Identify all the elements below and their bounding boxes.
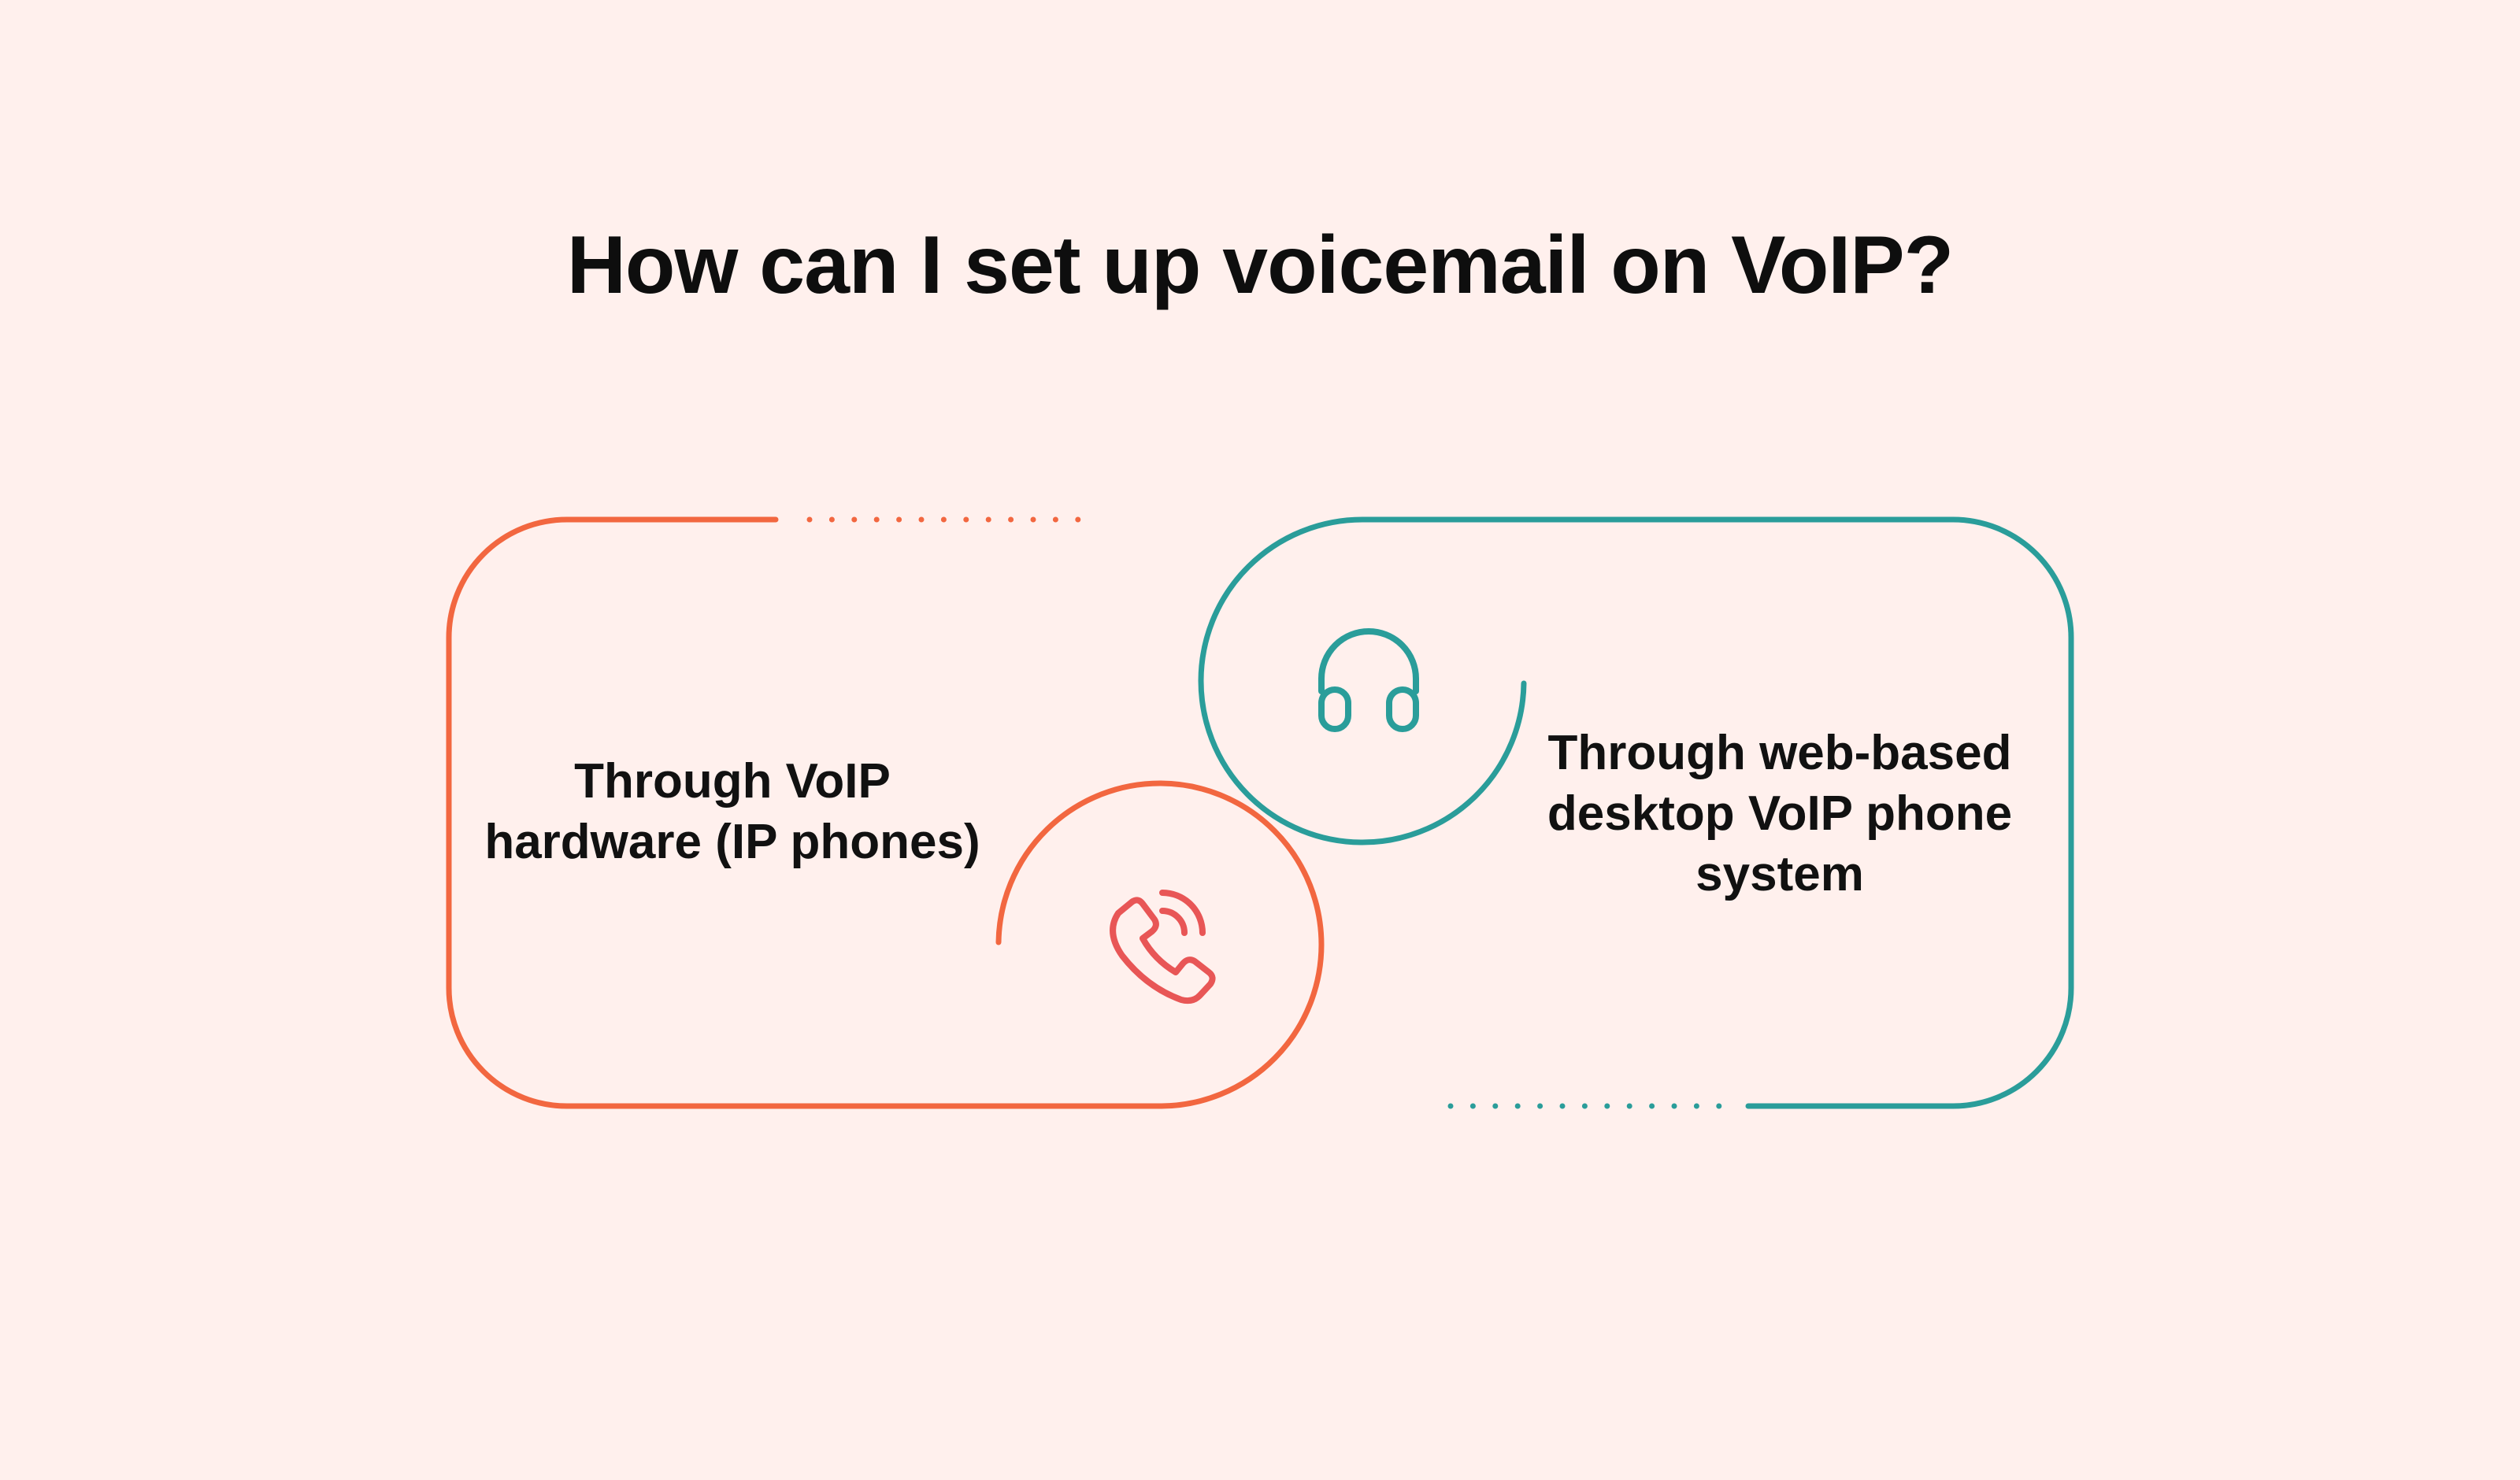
hardware-option-label: Through VoIP hardware (IP phones): [484, 754, 980, 869]
web-option-label: Through web-based desktop VoIP phone sys…: [1547, 726, 2013, 901]
headset-icon: [1318, 628, 1419, 732]
phone-ringing-icon: [1110, 890, 1216, 1005]
hardware-option-frame: [446, 516, 1165, 1109]
web-icon-circle: [1198, 516, 1527, 845]
hardware-icon-circle: [995, 780, 1325, 1109]
page-title: How can I set up voicemail on VoIP?: [566, 220, 1954, 311]
web-option-frame: [1359, 516, 2074, 1109]
